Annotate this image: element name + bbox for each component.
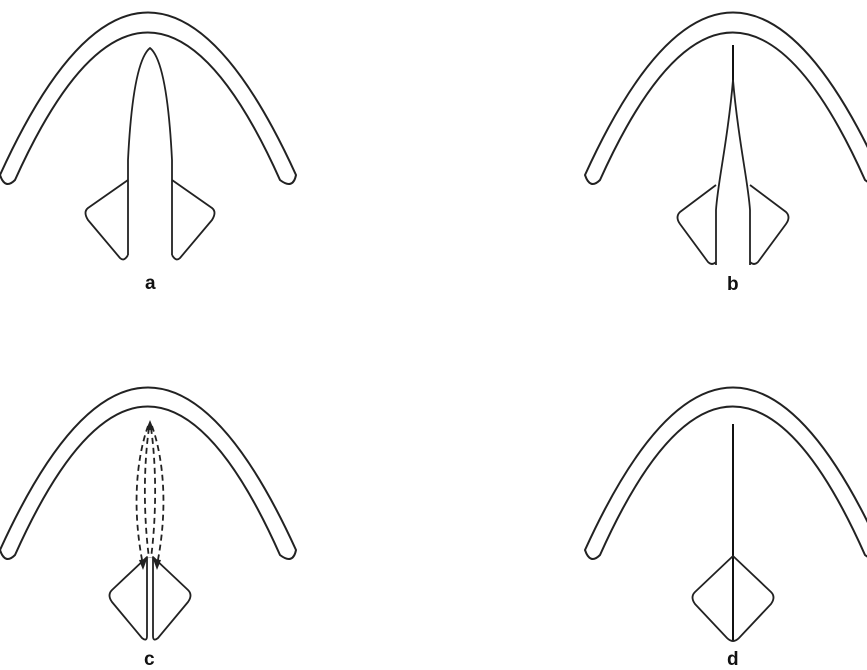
panel-a-central-flap [128,48,172,255]
panel-c-left-wing [110,557,148,640]
panel-a-label: a [145,273,156,294]
panel-c-dashed-arrow-inner-right [151,428,155,558]
panel-b-right-wing [750,185,789,264]
panel-c-dashed-arrow-inner-left [145,428,149,558]
panel-c-arch [0,388,296,560]
panel-a-left-wing [86,180,129,259]
panel-c: c [0,388,296,670]
panel-a-arch [0,13,296,185]
panel-d: d [585,388,867,670]
panel-b-left-wing [678,185,717,264]
panel-c-dashed-arrow-left [137,426,148,565]
panel-c-label: c [144,649,155,670]
panel-a-right-wing [172,180,215,259]
panel-d-arch [585,388,867,560]
panel-c-dashed-arrow-right [152,426,163,565]
panel-a: a [0,13,296,295]
panel-b: b [585,13,867,296]
panel-c-arrowhead-top [146,420,154,430]
panel-d-label: d [727,649,739,670]
panel-b-central-flap [716,80,750,265]
panel-b-arch [585,13,867,185]
panel-b-label: b [727,274,739,295]
panel-c-right-wing [153,557,191,640]
